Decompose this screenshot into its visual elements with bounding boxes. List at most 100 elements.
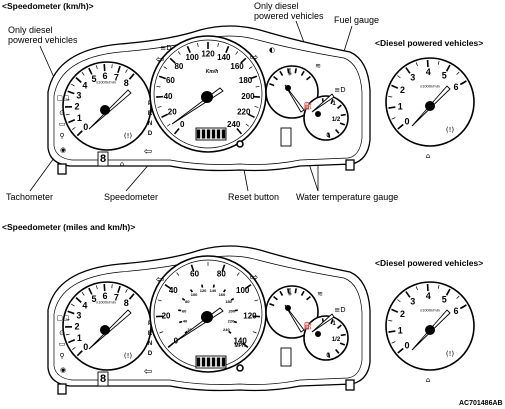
water-temperature-hub-bottom — [285, 305, 291, 311]
tach-label: 5 — [92, 74, 97, 84]
mph-unit-label: MPH — [234, 343, 246, 349]
brake-warning-icon: (!) — [124, 132, 133, 140]
diesel-tach-major-tick — [397, 123, 404, 130]
diesel-tach-label: 4 — [426, 67, 431, 77]
speed-kmh-inner-major-tick — [184, 330, 188, 334]
speed-kmh-inner-major-tick — [212, 284, 215, 288]
tach-minor-tick — [81, 72, 85, 76]
tach-label: 7 — [114, 72, 119, 82]
speed-kmh-inner-major-tick — [228, 330, 232, 334]
callout-only-diesel-left-2: powered vehicles — [8, 35, 78, 45]
temperature-icon-bottom: 🌡 — [286, 288, 295, 296]
speed-kmh-major-tick — [169, 57, 176, 64]
diesel-tach-bottom-minor-tick — [388, 320, 393, 322]
tach-bottom-minor-tick — [65, 333, 70, 336]
battery-icon-bottom: ▭ — [59, 340, 66, 348]
fuel-empty-label: 0 — [326, 133, 330, 139]
lcd-digit-segment — [201, 129, 206, 139]
speed-kmh-major-tick — [240, 57, 247, 64]
speed-kmh-minor-tick — [156, 86, 161, 88]
turn-signal-right-icon-bottom: ⇨ — [250, 273, 258, 284]
speed-mph-label: 40 — [169, 286, 178, 295]
diesel-tach-minor-tick — [388, 96, 393, 98]
fuel-half-label-bottom: 1/2 — [332, 337, 341, 343]
speed-mph-minor-tick — [157, 299, 162, 302]
speed-kmh-label: 200 — [241, 92, 255, 101]
speed-kmh-inner-label: 60 — [182, 308, 187, 313]
seatbelt-icon-bottom: ⚲ — [59, 352, 64, 360]
reset-button[interactable] — [236, 140, 244, 148]
temp-tick — [269, 83, 275, 87]
tach-bottom-label: 8 — [124, 298, 129, 308]
fuel-gauge-dial — [303, 95, 349, 141]
diesel-tach-bottom-major-tick — [459, 304, 467, 310]
temp-tick — [287, 68, 290, 74]
speed-kmh-minor-tick — [157, 106, 162, 108]
speed-kmh-inner-major-tick — [201, 284, 204, 288]
tach-major-tick — [88, 67, 93, 75]
tach-label: 3 — [76, 90, 81, 100]
fuel-tick — [327, 132, 331, 138]
speed-kmh-inner-label: 240 — [223, 327, 230, 332]
tach-unit-label-bottom: x1000r/min — [96, 300, 116, 305]
temp-bottom-tick — [300, 290, 305, 296]
reset-button-bottom[interactable] — [236, 364, 244, 372]
diesel-tach-label: 0 — [405, 116, 410, 126]
fuel-gauge-scale — [321, 98, 346, 138]
callout-fuel-gauge: Fuel gauge — [334, 15, 379, 25]
shift-p: P — [148, 101, 152, 107]
tach-bottom-minor-tick — [72, 347, 76, 350]
speed-kmh-label: 220 — [237, 107, 251, 116]
abs-warning-icon-bottom: ◉ — [60, 366, 66, 374]
callout-only-diesel-right-2: powered vehicles — [254, 11, 324, 21]
speed-kmh-inner-label: 140 — [210, 288, 217, 293]
speed-kmh-inner-major-tick — [233, 320, 238, 324]
speed-kmh-label: 0 — [180, 120, 185, 129]
speed-kmh-major-tick — [186, 45, 191, 53]
diesel-tach-minor-tick — [415, 62, 418, 67]
fuel-pump-icon: ⛽ — [304, 101, 313, 110]
gear-indicator-display-bottom — [97, 371, 109, 387]
tach-bottom-label: 1 — [77, 333, 82, 343]
fuel-full-label: 1 — [332, 101, 336, 107]
diesel-tach-bottom-minor-tick — [415, 286, 418, 291]
diesel-tach-label: 6 — [453, 82, 458, 92]
callout-only-diesel-left-1: Only diesel — [8, 25, 53, 35]
speed-mph-major-tick — [221, 264, 226, 272]
diesel-tach-bottom-label: 1 — [398, 325, 403, 335]
fuel-bottom-tick — [330, 318, 334, 325]
diesel-tach-label: 5 — [442, 71, 447, 81]
tach-bottom-label: 7 — [114, 292, 119, 302]
tachometer-hub-bottom — [100, 325, 110, 335]
lcd-digit-segment — [206, 129, 211, 139]
diesel-tach-label: 2 — [400, 85, 405, 95]
temp-tick — [279, 70, 284, 76]
speed-mph-minor-tick — [254, 299, 259, 302]
top-bezel-inner — [53, 35, 363, 165]
speed-kmh-inner-label: 40 — [183, 318, 188, 323]
diesel-brake-warning-icon-bottom: (!) — [446, 350, 455, 358]
abs-warning-icon: ◉ — [60, 146, 66, 154]
light-indicator-icon: ≡D — [334, 86, 345, 94]
gear-indicator-display — [97, 151, 109, 167]
diesel-tach-bottom-major-tick — [405, 291, 411, 298]
speed-kmh-inner-label: 160 — [219, 292, 226, 297]
callout-speedometer: Speedometer — [104, 192, 158, 202]
callout-reset-button: Reset button — [228, 192, 279, 202]
temp-bottom-tick — [273, 295, 278, 301]
fuel-tick — [339, 122, 346, 126]
speedometer-hub-bottom — [201, 311, 213, 323]
diesel-tach-label: 1 — [398, 101, 403, 111]
water-temperature-needle-bottom — [284, 304, 305, 333]
fuel-half-label: 1/2 — [332, 117, 341, 123]
tach-bottom-minor-tick — [71, 303, 75, 307]
tach-bottom-minor-tick — [65, 318, 70, 320]
temp-tick — [294, 68, 297, 74]
diesel-tach-bottom-label: 0 — [405, 340, 410, 350]
door-ajar-display — [280, 127, 292, 147]
tach-bottom-minor-tick — [125, 289, 128, 293]
speed-mph-label: 60 — [190, 270, 199, 279]
